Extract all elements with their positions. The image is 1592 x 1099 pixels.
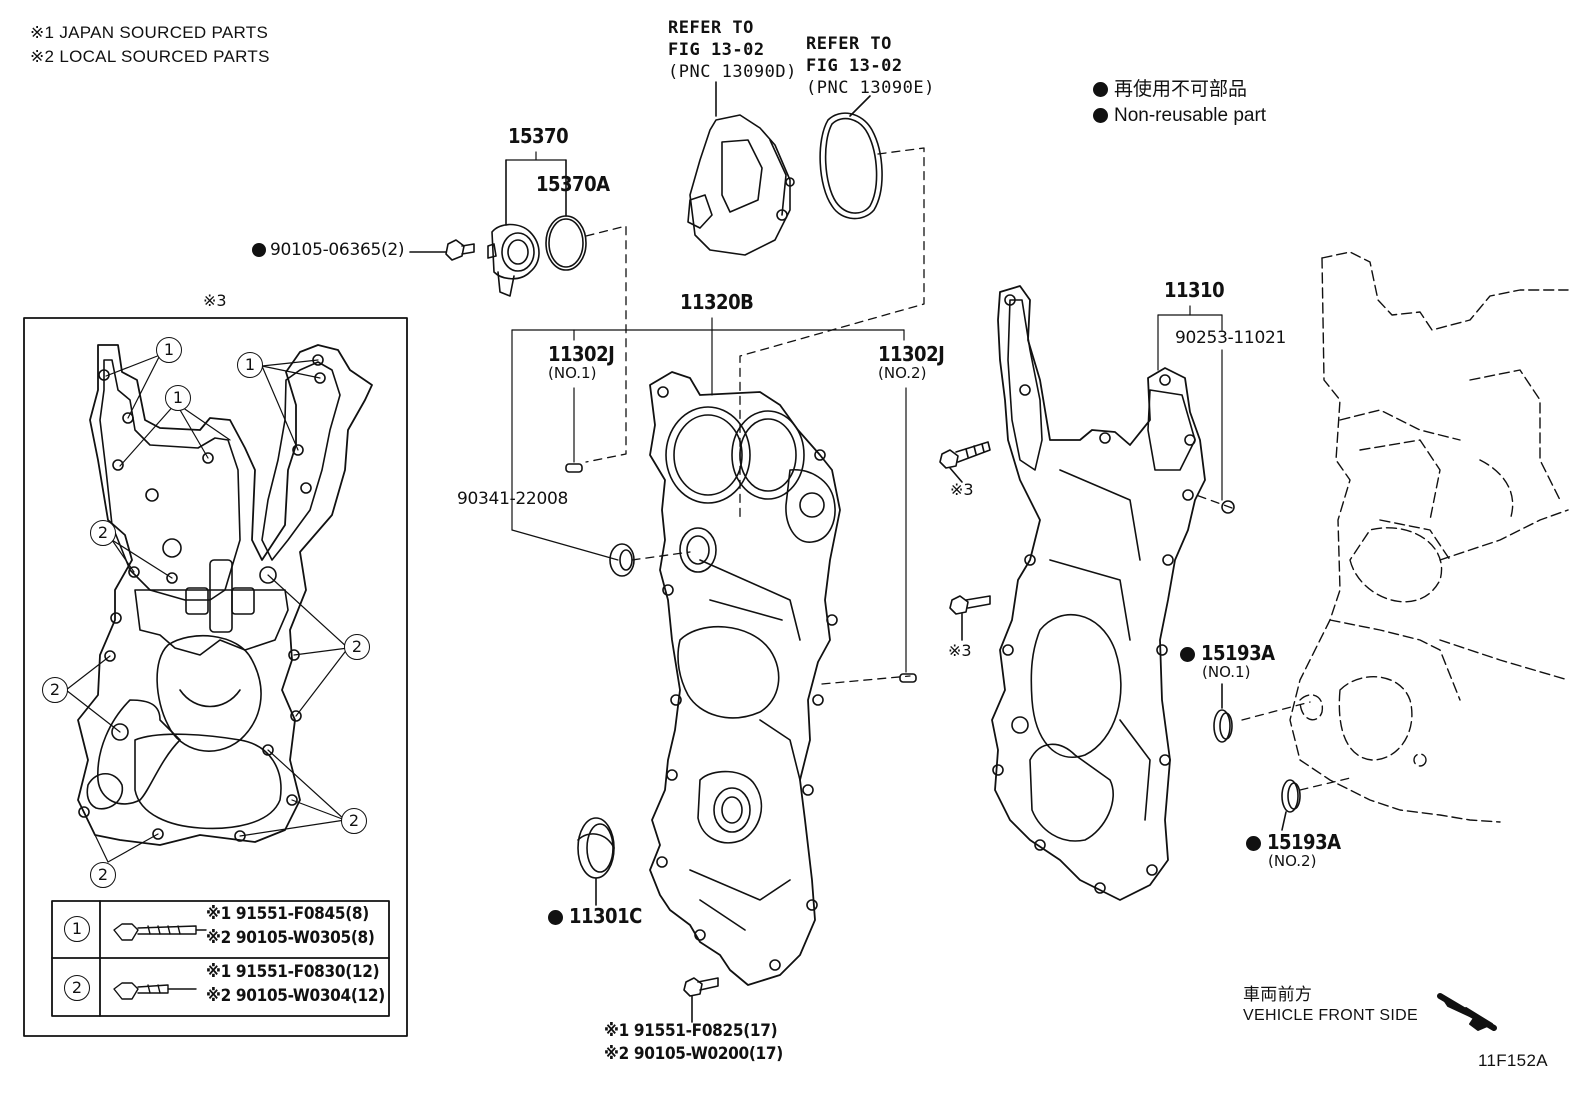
figure-id: 11F152A [1478,1051,1548,1070]
nonreusable-dot-icon [1093,82,1108,97]
part-90105-06365: 90105-06365(2) [252,242,404,259]
part-90253-11021: 90253-11021 [1175,328,1286,348]
seal-15193a-no2 [1281,779,1301,831]
callout-2: 2 [344,634,370,660]
ref-a-line2: FIG 13-02 [668,40,765,60]
note-japan-sourced: ※1 JAPAN SOURCED PARTS [30,23,269,42]
part-15370a: 15370A [536,172,610,196]
gasket-view-frame [23,317,408,1037]
ref-a-line1: REFER TO [668,18,754,38]
plug-90341-22008 [609,543,635,577]
nonreusable-dot-icon [1093,108,1108,123]
vvt-cover-13090d [687,81,795,256]
part-15370: 15370 [508,124,569,148]
bolt-mark3-a [939,441,991,483]
table-callout-1: 1 [64,916,90,942]
part-11302j-no2: 11302J [878,342,945,366]
part-15193a-no1-sub: (NO.1) [1202,663,1251,681]
gasket-callout-leaders [65,354,349,863]
part-11302j-no2-sub: (NO.2) [878,364,927,382]
part-15193a-no2-sub: (NO.2) [1268,852,1317,870]
callout-2: 2 [90,862,116,888]
ref-b-line2: FIG 13-02 [806,56,903,76]
oring-15370a [545,159,587,271]
pin-90253-11021 [1221,500,1235,514]
leader-15370 [505,151,567,161]
table-bolt-icons [113,923,207,1000]
legend-nonreusable-en: Non-reusable part [1093,106,1266,125]
part-11301c: 11301C [548,906,642,926]
bolt-bottom-line1: ※1 91551-F0825(17) [604,1021,778,1041]
timing-cover-11320b [649,371,841,986]
callout-1: 1 [237,352,263,378]
ref-b-line1: REFER TO [806,34,892,54]
part-15193a-no2: 15193A [1246,832,1341,852]
part-11302j-no1-sub: (NO.1) [548,364,597,382]
direction-en: VEHICLE FRONT SIDE [1243,1007,1418,1024]
callout-2: 2 [341,808,367,834]
nonreusable-dot-icon [1246,836,1261,851]
front-arrow [1437,993,1497,1031]
dowel-pin-no2 [899,673,917,683]
ref-b-line3: (PNC 13090E) [806,78,935,98]
gasket-illustration [77,344,373,846]
nonreusable-dot-icon [1180,647,1195,662]
mark3-bolt-b: ※3 [948,641,972,660]
bolt-90105-06365 [409,239,475,261]
leader-11320b [511,317,907,673]
ref-a-line3: (PNC 13090D) [668,62,797,82]
bolt-table-lines [51,900,390,1017]
seal-15193a-no1 [1213,683,1233,743]
note-local-sourced: ※2 LOCAL SOURCED PARTS [30,47,270,66]
callout-1: 1 [165,385,191,411]
part-90341-22008: 90341-22008 [457,489,568,509]
direction-jp: 車両前方 [1243,985,1313,1004]
chain-case-11310 [991,285,1206,901]
mark3-bolt-a: ※3 [950,480,974,499]
part-11310: 11310 [1164,278,1225,302]
bolt-91551-f0825 [683,977,719,1023]
part-11320b: 11320B [680,290,754,314]
bolt-mark3-b [949,595,991,641]
table-row1-line2: ※2 90105-W0305(8) [206,928,375,948]
dashed-alignment-lines [585,147,1351,791]
table-callout-2: 2 [64,975,90,1001]
callout-2: 2 [42,677,68,703]
engine-block-outline [1289,251,1569,823]
table-row1-line1: ※1 91551-F0845(8) [206,904,369,924]
oil-seal-11301c [577,817,615,906]
nonreusable-dot-icon [548,910,563,925]
callout-1: 1 [156,337,182,363]
gasket-13090e [819,95,883,220]
table-row2-line1: ※1 91551-F0830(12) [206,962,380,982]
callout-2: 2 [90,520,116,546]
cam-sensor-15370 [487,159,540,297]
table-row2-line2: ※2 90105-W0304(12) [206,986,385,1006]
part-11302j-no1: 11302J [548,342,615,366]
leader-11310 [1157,305,1223,501]
mark3-gasket: ※3 [203,291,227,310]
dowel-pin-no1 [565,463,583,473]
legend-nonreusable-jp: 再使用不可部品 [1093,80,1247,99]
nonreusable-dot-icon [252,243,266,257]
part-15193a-no1: 15193A [1180,643,1275,663]
bolt-bottom-line2: ※2 90105-W0200(17) [604,1044,783,1064]
